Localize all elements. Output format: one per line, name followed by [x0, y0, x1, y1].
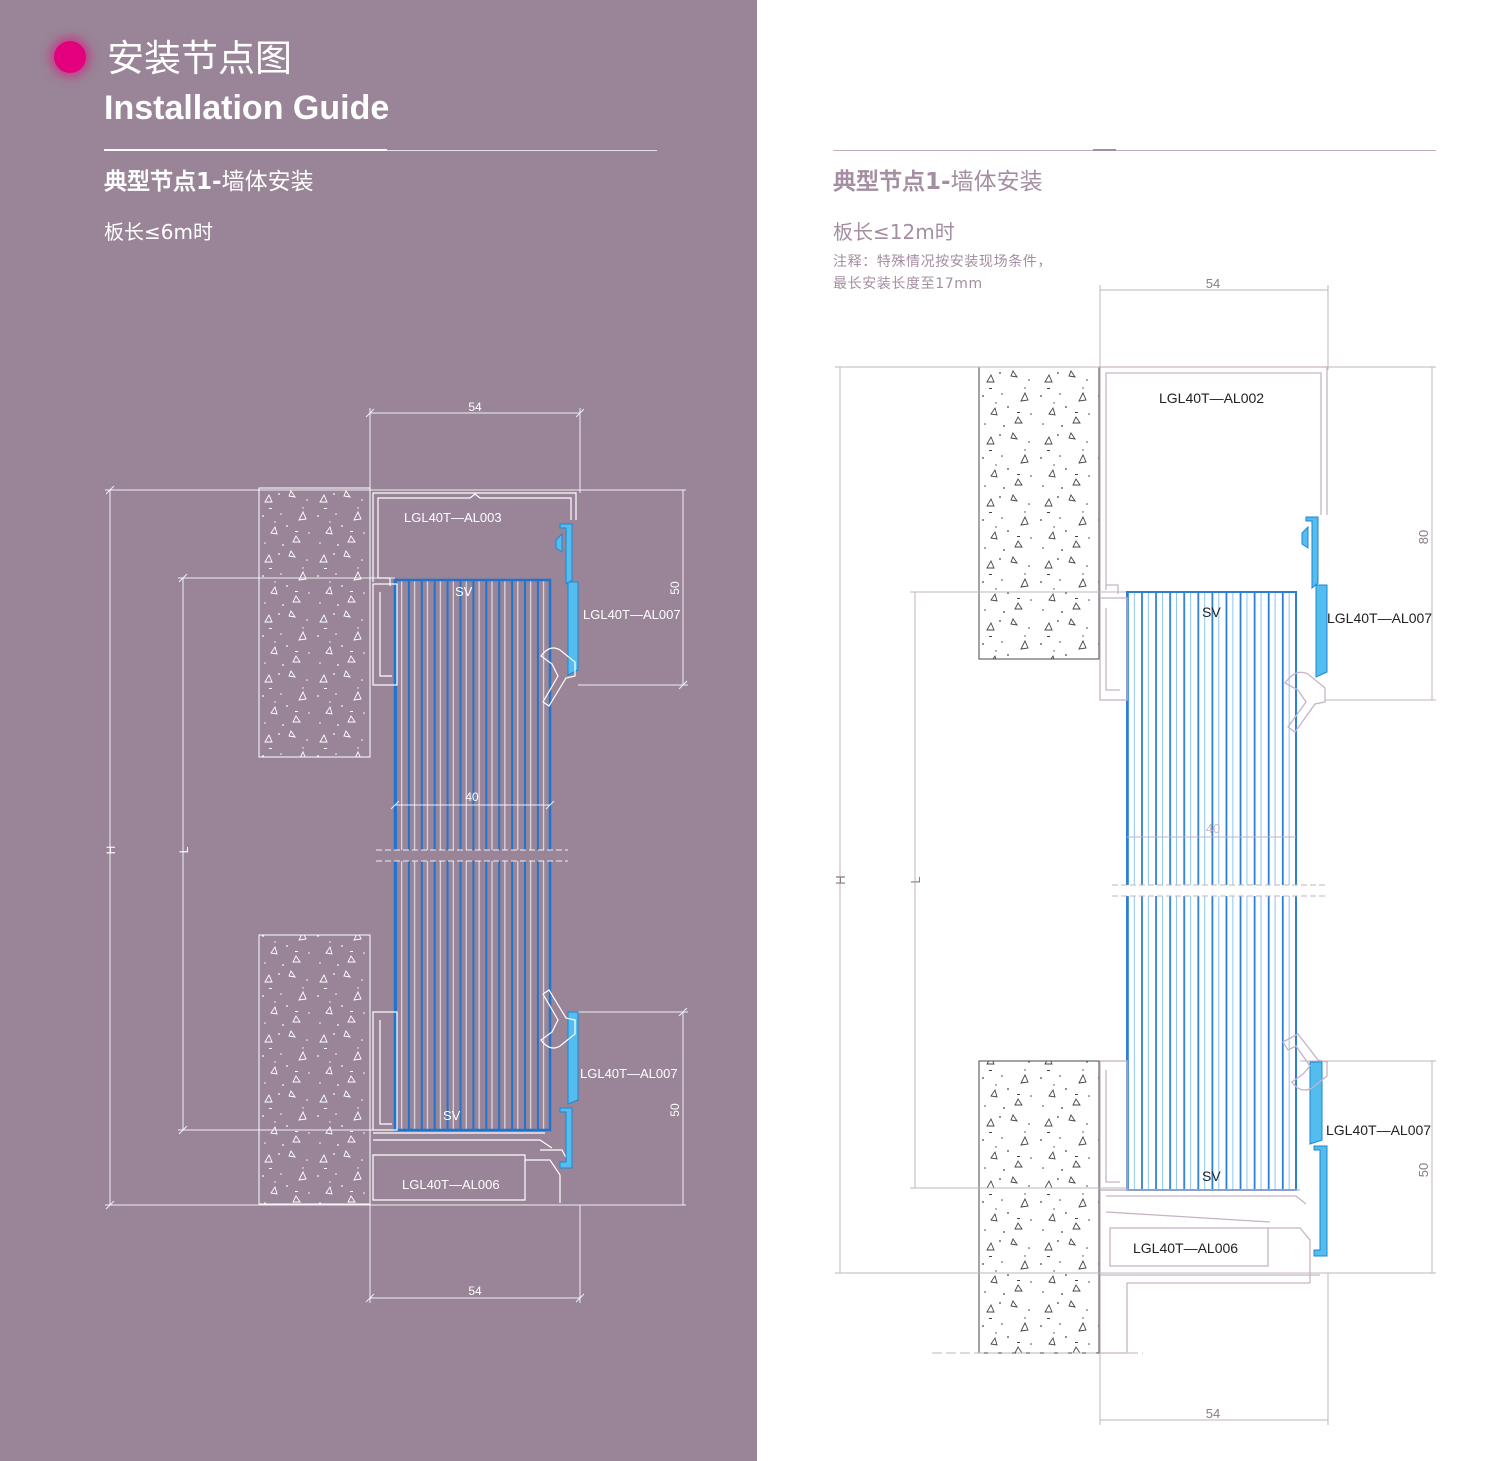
page-title-en: Installation Guide [104, 89, 390, 127]
left-panel [0, 0, 757, 1461]
dim-right-bottom-label: 50 [668, 1103, 682, 1117]
concrete-wall-bottom [978, 1060, 1100, 1354]
dim-h-label: H [104, 846, 118, 855]
note-line-1: 注释：特殊情况按安装现场条件， [833, 254, 1052, 270]
tick [575, 1293, 585, 1303]
dim-top-label: 54 [468, 400, 482, 414]
bottom-frame-profile [372, 1011, 571, 1203]
profile-clip-top-label: LGL40T—AL007 [1327, 610, 1432, 626]
section-heading-rest: 墙体安装 [950, 169, 1043, 195]
right-divider-accent [1093, 149, 1116, 151]
dim-width-label: 40 [465, 790, 479, 804]
section-heading-rest: 墙体安装 [221, 169, 314, 195]
sv-top-label: SV [455, 584, 473, 599]
tick [545, 800, 555, 810]
top-clip-profile [540, 523, 579, 707]
profile-clip-top-label: LGL40T—AL007 [583, 607, 681, 622]
top-clip-profile [1284, 516, 1328, 733]
dim-right-bottom-label: 50 [1416, 1163, 1431, 1177]
dim-top-label: 54 [1206, 276, 1220, 291]
sv-bottom-label: SV [443, 1108, 461, 1123]
tick [678, 680, 688, 690]
sv-top-label: SV [1202, 604, 1221, 620]
right-section-heading: 典型节点1-墙体安装 [833, 171, 1043, 194]
left-condition: 板长≤6m时 [104, 220, 213, 244]
break-lines [1112, 836, 1325, 897]
concrete-wall-top [258, 487, 371, 758]
section-heading-bold: 典型节点1- [833, 169, 951, 195]
accent-dot [54, 41, 86, 73]
dim-right-top-label: 80 [1416, 530, 1431, 544]
tick [575, 408, 585, 418]
left-dimensions [105, 408, 688, 1303]
bottom-frame-profile [1099, 1060, 1320, 1354]
tick [390, 800, 400, 810]
bottom-clip-profile [1282, 1033, 1328, 1257]
tick [105, 1200, 115, 1210]
concrete-wall-top [978, 366, 1100, 660]
right-condition: 板长≤12m时 [833, 220, 955, 244]
section-heading-bold: 典型节点1- [104, 169, 222, 195]
left-section-heading: 典型节点1-墙体安装 [104, 171, 314, 194]
dim-right-top-label: 50 [668, 581, 682, 595]
profile-clip-bottom-label: LGL40T—AL007 [580, 1066, 678, 1081]
dim-bottom-label: 54 [1206, 1406, 1220, 1421]
dim-bottom-label: 54 [468, 1284, 482, 1298]
tick [365, 1293, 375, 1303]
sv-bottom-label: SV [1202, 1168, 1221, 1184]
profile-bottom-label: LGL40T—AL006 [1133, 1240, 1238, 1256]
left-drawing: 54 54 H L 40 50 50 LGL40T—AL003 LGL40T—A… [104, 400, 688, 1303]
bottom-clip-profile [540, 989, 579, 1169]
dim-h-label: H [833, 875, 848, 884]
profile-clip-bottom-label: LGL40T—AL007 [1326, 1122, 1431, 1138]
panel-break [1110, 885, 1330, 896]
page-title-cn: 安装节点图 [107, 37, 292, 80]
dim-width-label: 40 [1206, 821, 1220, 836]
profile-top-label: LGL40T—AL003 [404, 510, 502, 525]
dim-l-label: L [177, 846, 191, 853]
dim-l-label: L [908, 876, 923, 883]
tick [178, 1125, 188, 1135]
profile-top-label: LGL40T—AL002 [1159, 390, 1264, 406]
concrete-wall-bottom [258, 934, 371, 1205]
right-divider [833, 150, 1436, 151]
panel-break [380, 850, 566, 861]
note-line-2: 最长安装长度至17mm [833, 276, 983, 292]
tick [105, 485, 115, 495]
break-lines [376, 800, 568, 862]
tick [678, 1007, 688, 1017]
top-frame-profile [372, 492, 577, 686]
right-drawing: 54 54 H L 40 80 50 LGL40T—AL002 LGL40T—A… [833, 276, 1436, 1425]
profile-bottom-label: LGL40T—AL006 [402, 1177, 500, 1192]
left-divider-accent [104, 149, 387, 151]
top-frame-profile [1099, 366, 1328, 701]
tick [178, 573, 188, 583]
tick [365, 408, 375, 418]
